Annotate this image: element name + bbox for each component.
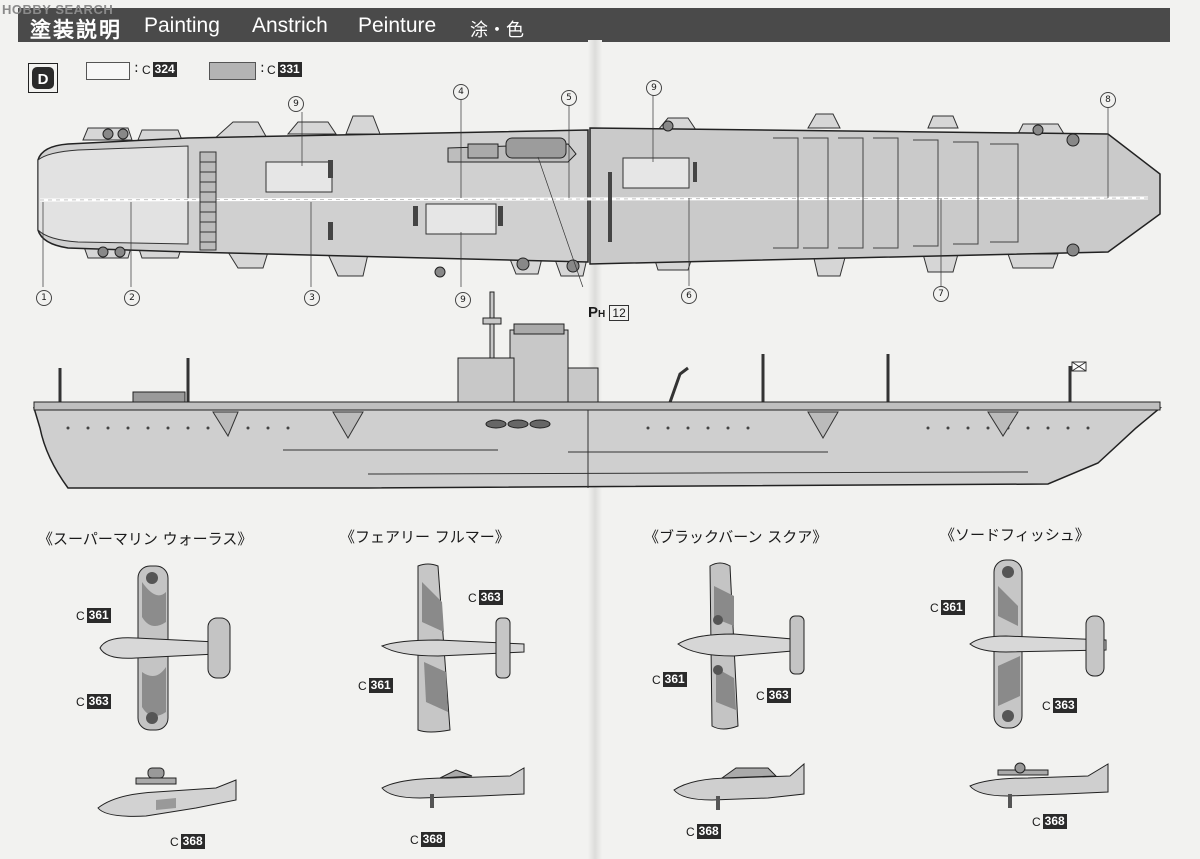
callout-4: 4	[453, 84, 469, 100]
swordfish-side-view	[969, 762, 1109, 808]
callout-9b: 9	[646, 80, 662, 96]
callout-8: 8	[1100, 92, 1116, 108]
color-swatch-grey	[209, 62, 256, 80]
part-label-ph12: PH 12	[588, 304, 629, 321]
step-badge-icon: D	[28, 63, 58, 93]
aircraft-title-walrus: 《スーパーマリン ウォーラス》	[38, 530, 253, 548]
step-letter: D	[38, 71, 49, 88]
title-english: Painting	[144, 14, 220, 37]
callout-7: 7	[933, 286, 949, 302]
aircraft-title-skua: 《ブラックバーン スクア》	[644, 528, 828, 546]
skua-top-view	[677, 562, 805, 730]
title-german: Anstrich	[252, 14, 328, 37]
watermark: HOBBY SEARCH	[2, 2, 114, 17]
callout-2: 2	[124, 290, 140, 306]
swordfish-top-view	[969, 559, 1107, 729]
aircraft-title-fulmar: 《フェアリー フルマー》	[340, 528, 510, 546]
walrus-top-view	[99, 565, 231, 731]
callout-5: 5	[561, 90, 577, 106]
skua-side-view	[673, 762, 805, 810]
color-swatch-light	[86, 62, 130, 80]
carrier-deck-plan	[37, 92, 1161, 287]
aircraft-title-swordfish: 《ソードフィッシュ》	[940, 526, 1090, 544]
fulmar-side-view	[381, 767, 525, 808]
callout-9c: 9	[455, 292, 471, 308]
title-japanese: 塗装説明	[30, 19, 122, 42]
fulmar-top-view	[380, 563, 525, 733]
callout-3: 3	[304, 290, 320, 306]
callout-9a: 9	[288, 96, 304, 112]
callout-1: 1	[36, 290, 52, 306]
header-bar: 塗装説明 Painting Anstrich Peinture 涂・色	[18, 8, 1170, 42]
callout-6: 6	[681, 288, 697, 304]
title-french: Peinture	[358, 14, 437, 37]
walrus-side-view	[97, 767, 237, 817]
title-chinese: 涂・色	[470, 20, 524, 41]
carrier-side-profile	[32, 291, 1163, 489]
